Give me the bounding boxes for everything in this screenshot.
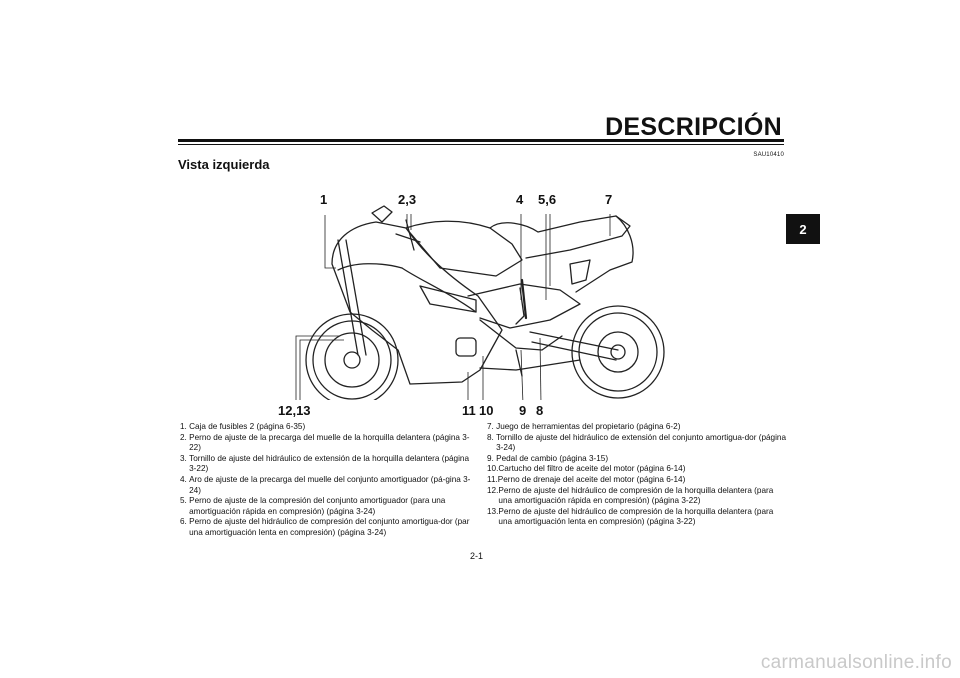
section-code: SAU10410: [753, 152, 784, 158]
callout-7: 7: [605, 192, 613, 207]
page-number: 2-1: [470, 551, 484, 561]
legend-item: 9. Pedal de cambio (página 3-15): [487, 453, 609, 463]
callout-4: 4: [516, 192, 524, 207]
callout-8: 8: [536, 403, 544, 418]
legend-item: 5. Perno de ajuste de la compresión del …: [180, 496, 446, 516]
callout-5-6: 5,6: [538, 192, 557, 207]
callout-9: 9: [519, 403, 527, 418]
chapter-tab[interactable]: 2: [786, 214, 820, 244]
watermark: carmanualsonline.info: [760, 652, 952, 673]
header-rule-thick: [178, 139, 784, 142]
legend-list-left: 1. Caja de fusibles 2 (página 6-35) 2. P…: [180, 422, 476, 539]
legend-item: 1. Caja de fusibles 2 (página 6-35): [180, 422, 306, 431]
legend-item: 12.Perno de ajuste del hidráulico de com…: [487, 485, 774, 506]
callout-12-13: 12,13: [278, 403, 311, 418]
legend-item: 11.Perno de drenaje del aceite del motor…: [487, 474, 686, 484]
legend-item: 13.Perno de ajuste del hidráulico de com…: [487, 506, 774, 527]
legend-item: 2. Perno de ajuste de la precarga del mu…: [180, 432, 470, 453]
header-rule-thin: [178, 144, 784, 145]
callout-1: 1: [320, 192, 328, 207]
page-header-title: DESCRIPCIÓN: [605, 113, 782, 141]
legend-item: 7. Juego de herramientas del propietario…: [487, 422, 681, 431]
legend-list-right: 7. Juego de herramientas del propietario…: [487, 422, 787, 528]
motorcycle-illustration: [295, 205, 665, 400]
legend-item: 4. Aro de ajuste de la precarga del muel…: [180, 474, 471, 495]
callout-2-3: 2,3: [398, 192, 417, 207]
section-title: Vista izquierda: [178, 157, 270, 172]
legend-item: 10.Cartucho del filtro de aceite del mot…: [487, 464, 686, 474]
legend-item: 8. Tornillo de ajuste del hidráulico de …: [487, 432, 787, 453]
legend-item: 3. Tornillo de ajuste del hidráulico de …: [180, 453, 470, 474]
callout-10: 10: [479, 403, 494, 418]
legend-item: 6. Perno de ajuste del hidráulico de com…: [180, 517, 470, 537]
callout-11: 11: [462, 403, 476, 418]
